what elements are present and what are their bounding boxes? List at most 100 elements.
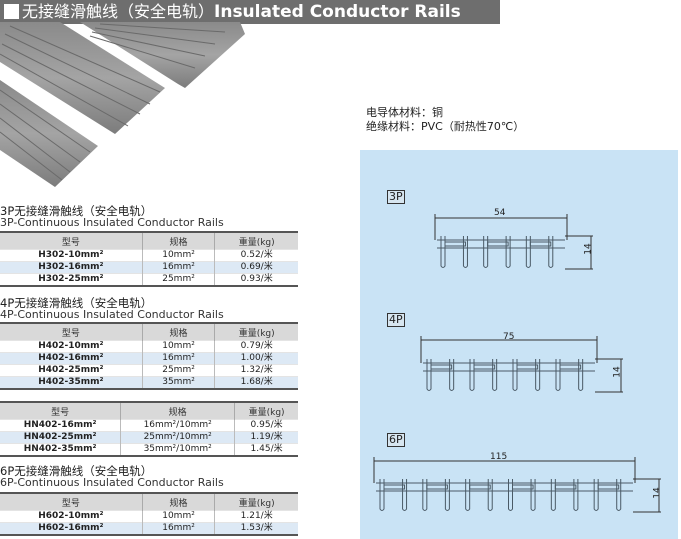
profile-leg xyxy=(483,236,489,268)
profile-drawings xyxy=(373,214,661,513)
conductor-slot xyxy=(554,484,577,490)
cell-model: H402-35mm² xyxy=(0,376,143,389)
profile-4p xyxy=(420,336,623,393)
section-6p-title-en: 6P-Continuous Insulated Conductor Rails xyxy=(0,476,224,489)
col-weight: 重量(kg) xyxy=(214,232,298,250)
cell-weight: 1.19/米 xyxy=(234,431,298,444)
cell-model: H402-16mm² xyxy=(0,352,143,365)
col-model: 型号 xyxy=(0,402,122,420)
profile-backbone xyxy=(376,482,633,492)
profile-6p xyxy=(373,457,661,513)
diagram-panel: 3P 54 14 4P 75 14 6P 115 14 xyxy=(360,150,678,539)
col-spec: 规格 xyxy=(142,232,216,250)
cell-weight: 0.95/米 xyxy=(234,419,298,432)
conductor-slot xyxy=(516,364,539,370)
cell-model: HN402-35mm² xyxy=(0,443,122,456)
square-bullet-icon xyxy=(4,4,19,19)
profile-leg xyxy=(555,359,561,391)
height-dimension-line xyxy=(565,235,593,270)
material-info: 电导体材料：铜 绝缘材料：PVC（耐热性70℃） xyxy=(366,106,524,134)
section-6p-title-cn: 6P无接缝滑触线（安全电轨） xyxy=(0,464,153,478)
profile-leg xyxy=(535,359,541,391)
title-cn: 无接缝滑触线（安全电轨） xyxy=(22,2,215,21)
profile-leg xyxy=(487,479,493,511)
cell-spec: 25mm²/10mm² xyxy=(120,431,236,444)
cell-model: H302-10mm² xyxy=(0,249,143,262)
section-4p-title: 4P无接缝滑触线（安全电轨） 4P-Continuous Insulated C… xyxy=(0,297,224,321)
conductor-slot xyxy=(426,484,448,490)
conductor-slot xyxy=(487,241,509,247)
profile-leg xyxy=(422,479,428,511)
profile-3p xyxy=(434,214,593,270)
profile-leg xyxy=(548,236,554,268)
profile-leg xyxy=(465,479,471,511)
width-dimension-line xyxy=(420,336,598,363)
profile-leg xyxy=(573,479,579,511)
table-header: 型号 规格 重量(kg) xyxy=(0,232,298,250)
cell-model: H302-25mm² xyxy=(0,273,143,286)
cell-model: H602-16mm² xyxy=(0,522,143,535)
cell-weight: 1.00/米 xyxy=(214,352,298,365)
section-6p-title: 6P无接缝滑触线（安全电轨） 6P-Continuous Insulated C… xyxy=(0,465,224,489)
width-dimension-line xyxy=(373,457,636,483)
diagram-3p-label: 3P xyxy=(387,190,405,204)
profile-leg xyxy=(525,236,531,268)
cell-spec: 10mm² xyxy=(142,510,216,523)
section-4p-title-cn: 4P无接缝滑触线（安全电轨） xyxy=(0,296,153,310)
profile-leg xyxy=(508,479,513,511)
col-spec: 规格 xyxy=(142,323,216,341)
profile-backbone xyxy=(423,362,595,372)
profile-leg xyxy=(550,479,556,511)
cell-spec: 16mm²/10mm² xyxy=(120,419,236,432)
cell-spec: 10mm² xyxy=(142,249,216,262)
cell-spec: 25mm² xyxy=(142,273,216,286)
section-3p-title-cn: 3P无接缝滑触线（安全电轨） xyxy=(0,204,153,218)
cell-weight: 0.93/米 xyxy=(214,273,298,286)
col-spec: 规格 xyxy=(120,402,236,420)
cell-weight: 1.68/米 xyxy=(214,376,298,389)
width-dimension-line xyxy=(434,214,568,240)
profile-leg xyxy=(578,359,584,391)
col-weight: 重量(kg) xyxy=(234,402,298,420)
cell-weight: 1.53/米 xyxy=(214,522,298,535)
cell-spec: 10mm² xyxy=(142,340,216,353)
profile-leg xyxy=(444,479,450,511)
cell-weight: 0.79/米 xyxy=(214,340,298,353)
title-en: Insulated Conductor Rails xyxy=(214,2,461,22)
col-weight: 重量(kg) xyxy=(214,493,298,511)
cell-model: H402-25mm² xyxy=(0,364,143,377)
conductor-material: 电导体材料：铜 xyxy=(366,106,443,119)
conductor-slot xyxy=(469,484,491,490)
profile-leg xyxy=(530,479,536,511)
profile-leg xyxy=(379,479,385,511)
diagram-6p-label: 6P xyxy=(387,433,405,447)
profile-leg xyxy=(616,479,622,511)
profile-leg xyxy=(505,236,511,268)
height-dimension-line xyxy=(595,358,623,393)
cell-spec: 16mm² xyxy=(142,352,216,365)
conductor-slot xyxy=(430,364,453,370)
cell-spec: 16mm² xyxy=(142,522,216,535)
cell-spec: 35mm² xyxy=(142,376,216,389)
cell-spec: 35mm²/10mm² xyxy=(120,443,236,456)
conductor-slot xyxy=(383,484,406,490)
conductor-slot xyxy=(559,364,582,370)
col-model: 型号 xyxy=(0,232,143,250)
table-header: 型号 规格 重量(kg) xyxy=(0,402,298,420)
diagram-4p-width: 75 xyxy=(503,332,515,342)
cell-weight: 0.52/米 xyxy=(214,249,298,262)
diagram-6p-width: 115 xyxy=(490,452,508,462)
title-bar: 无接缝滑触线（安全电轨）Insulated Conductor Rails xyxy=(0,0,500,24)
table-header: 型号 规格 重量(kg) xyxy=(0,493,298,511)
cell-model: H402-10mm² xyxy=(0,340,143,353)
